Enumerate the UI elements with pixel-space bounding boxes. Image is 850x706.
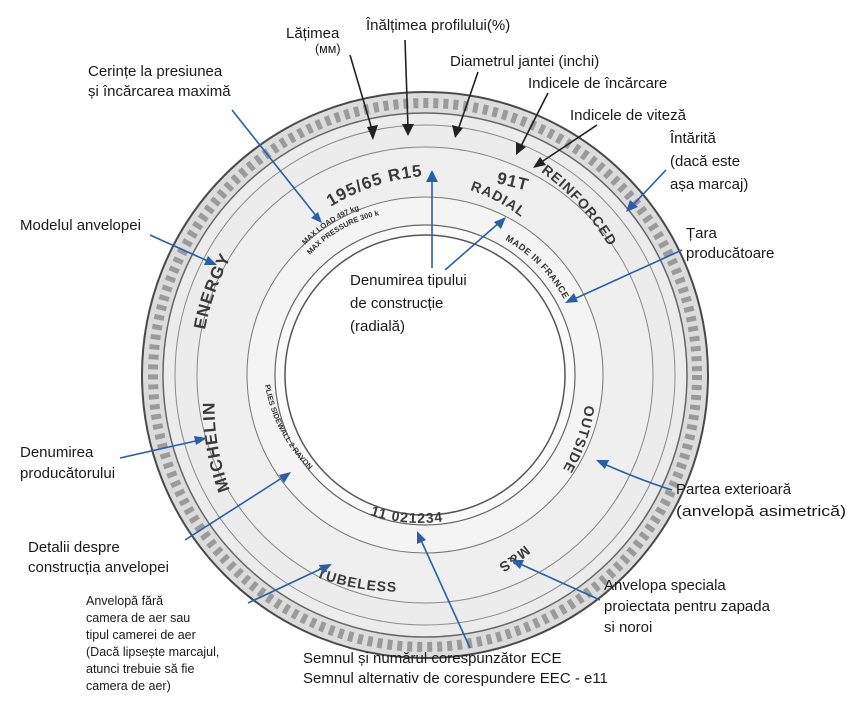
arrow-tipul-radial [444,221,501,271]
label-tipul-2: de construcție [350,295,443,312]
arrow-intarita [631,169,667,207]
label-exterioara-2: (anvelopă asimetrică) [676,503,846,520]
label-modelul: Modelul anvelopei [20,217,141,234]
label-intarita-1: Întărită [669,130,717,147]
label-tara-1: Țara [686,225,718,242]
label-indice-viteza: Indicele de viteză [570,107,687,124]
label-fara-camera-6: camera de aer) [86,679,171,693]
label-producator-1: Denumirea [20,444,94,461]
label-cerinte-1: Cerințe la presiunea [88,63,223,80]
label-exterioara-1: Partea exterioară [676,481,792,498]
label-detalii-2: construcția anvelopei [28,559,169,576]
tire [141,91,709,659]
label-detalii-1: Detalii despre [28,539,120,556]
label-speciala-2: proiectata pentru zapada [604,598,771,615]
arrow-latimea [349,54,374,134]
tire-tread [148,98,702,652]
label-diametrul: Diametrul jantei (inchi) [450,53,599,70]
label-fara-camera-2: camera de aer sau [86,611,190,625]
label-speciala-3: si noroi [604,619,652,636]
label-ece-2: Semnul alternativ de corespundere EEC - … [303,670,608,687]
label-fara-camera-1: Anvelopă fără [86,594,163,608]
arrow-tara [571,249,683,301]
arrow-cerinte [231,109,318,218]
labels: Lățimea (мм) Înălțimea profilului(%) Dia… [20,17,846,693]
arrow-fara-camera [247,566,326,604]
arrow-speciala [517,562,601,601]
label-fara-camera-3: tipul camerei de aer [86,628,196,642]
arrow-modelul [149,234,211,263]
arrow-detalii [184,475,286,541]
label-fara-camera-4: (Dacă lipsește marcajul, [86,645,219,659]
label-tipul-3: (radială) [350,318,405,335]
label-intarita-3: așa marcaj) [670,176,748,193]
tire-sidewall-line-1 [174,124,676,626]
label-speciala-1: Anvelopa speciala [604,577,726,594]
label-producator-2: producătorului [20,465,115,482]
label-tara-2: producătoare [686,245,774,262]
label-intarita-2: (dacă este [670,153,740,170]
arrow-exterioara [601,462,673,491]
label-ece-1: Semnul și numărul corespunzător ECE [303,650,561,667]
label-latimea: Lățimea [286,25,340,42]
arrow-producator [119,439,201,459]
arrow-indice-incarcare [519,92,549,149]
arrow-inaltimea [404,39,409,129]
tire-rim-hole [284,234,566,516]
label-inaltimea: Înălțimea profilului(%) [365,17,510,34]
label-indice-incarcare: Indicele de încărcare [528,75,667,92]
label-tipul-1: Denumirea tipului [350,272,467,289]
arrow-ece [419,537,471,649]
label-latimea-unit: (мм) [315,42,341,56]
arrow-diametrul [457,71,479,131]
label-cerinte-2: și încărcarea maximă [88,83,231,100]
label-fara-camera-5: atunci trebuie să fie [86,662,194,676]
arrow-indice-viteza [539,124,598,164]
arrows [119,39,683,649]
